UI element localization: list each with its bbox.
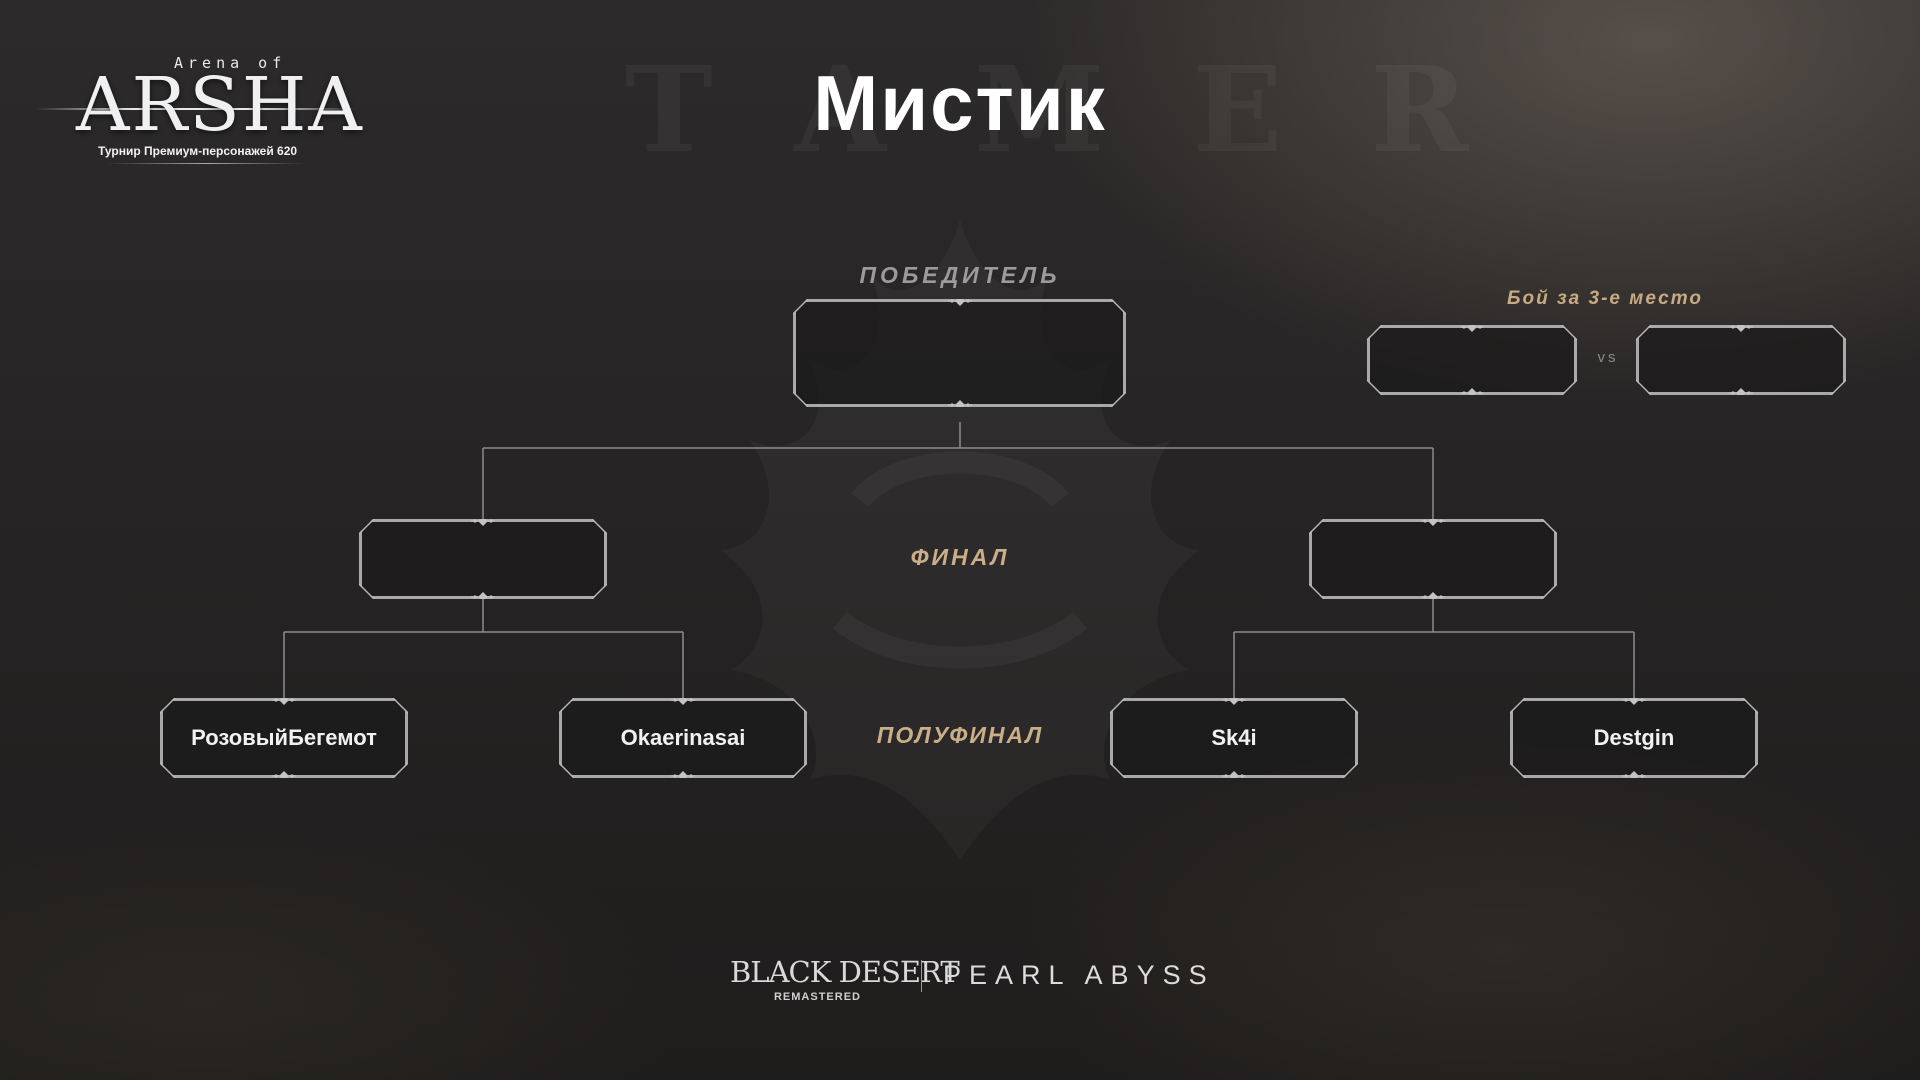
semifinal-slot-3: Sk4i bbox=[1110, 698, 1358, 778]
logo-swoosh-line bbox=[36, 108, 356, 110]
connector-winner-finals bbox=[482, 422, 1434, 519]
winner-label: ПОБЕДИТЕЛЬ bbox=[859, 262, 1061, 288]
final-slot-right bbox=[1309, 519, 1557, 599]
footer-divider bbox=[921, 960, 922, 992]
semifinal-slot-1: РозовыйБегемот bbox=[160, 698, 408, 778]
tamer-emblem-watermark bbox=[832, 451, 1088, 669]
logo-arsha-text: ARSHA bbox=[76, 62, 364, 148]
connector-final-left-semis bbox=[283, 599, 684, 698]
remastered-text: REMASTERED bbox=[773, 991, 861, 1003]
semifinal-slot-2: Okaerinasai bbox=[559, 698, 807, 778]
semifinal-player-4: Destgin bbox=[1593, 725, 1675, 750]
third-place-slot-1 bbox=[1367, 325, 1577, 395]
black-desert-logo: BLACK DESERT REMASTERED bbox=[730, 955, 960, 1003]
arena-of-arsha-logo: Arena of ARSHA Турнир Премиум-персонажей… bbox=[36, 48, 362, 168]
black-desert-wordmark: BLACK DESERT bbox=[730, 955, 960, 989]
semifinal-label: ПОЛУФИНАЛ bbox=[876, 722, 1044, 748]
slot-gem-ornament-icon bbox=[272, 771, 296, 781]
semifinal-player-2: Okaerinasai bbox=[620, 725, 746, 750]
third-place-label: Бой за 3-е место bbox=[1507, 288, 1703, 309]
background-class-word: TAMER bbox=[625, 40, 1557, 179]
pearl-abyss-logo: PEARL ABYSS bbox=[943, 960, 1215, 990]
final-label: ФИНАЛ bbox=[910, 544, 1010, 570]
logo-subtitle: Турнир Премиум-персонажей 620 bbox=[98, 144, 298, 158]
semifinal-player-3: Sk4i bbox=[1211, 725, 1257, 750]
logo-arena-of-text: Arena of bbox=[174, 54, 287, 72]
semifinal-slot-4: Destgin bbox=[1510, 698, 1758, 778]
vs-label: vs bbox=[1597, 349, 1619, 366]
winner-slot bbox=[793, 299, 1126, 407]
third-place-slot-2 bbox=[1636, 325, 1846, 395]
page-title: Мистик bbox=[813, 59, 1107, 147]
final-slot-left bbox=[359, 519, 607, 599]
connector-final-right-semis bbox=[1233, 599, 1635, 698]
semifinal-player-1: РозовыйБегемот bbox=[191, 725, 377, 750]
logo-subtitle-underline bbox=[106, 163, 306, 164]
